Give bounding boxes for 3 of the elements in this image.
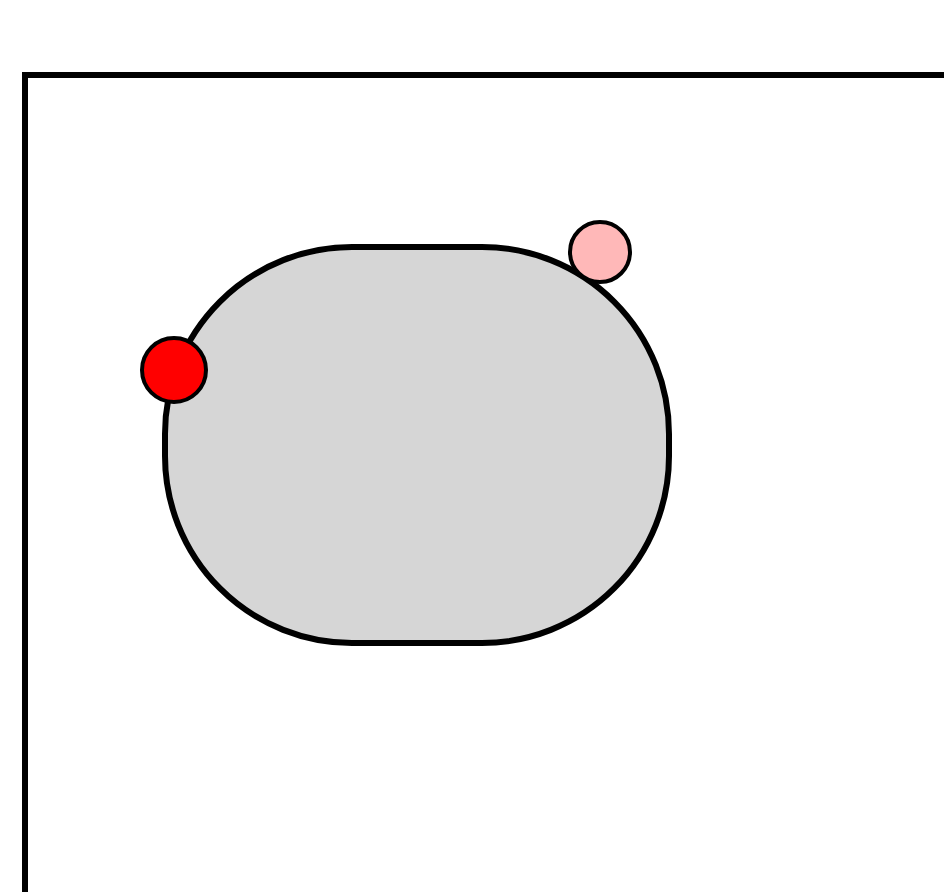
frame-box <box>22 72 944 892</box>
circle-marker <box>568 220 632 284</box>
circle-marker <box>140 336 208 404</box>
